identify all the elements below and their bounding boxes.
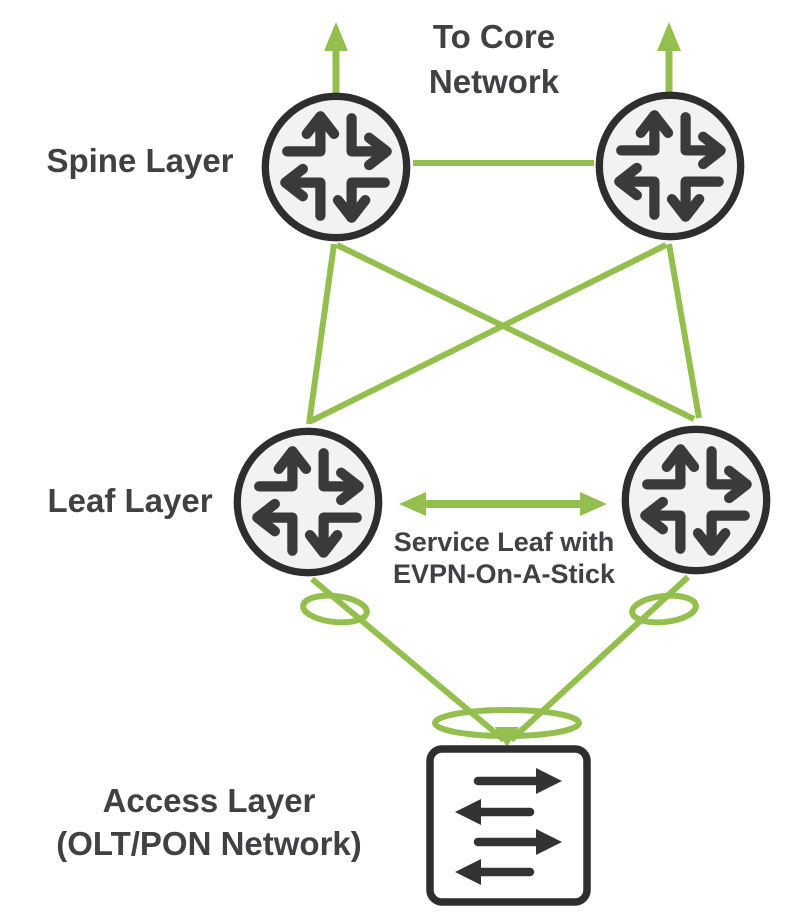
service-stick-arrow	[399, 492, 607, 516]
link-lines	[306, 160, 702, 743]
link-spine2-leaf2	[666, 243, 702, 419]
lag-ellipses	[300, 592, 699, 739]
link-spine1-leaf1	[306, 243, 337, 425]
link-spine1-leaf2	[335, 242, 696, 422]
core-uplink-arrow-left	[324, 22, 348, 97]
downlink-arrowhead	[495, 727, 519, 747]
service-leaf-label: Service Leaf with EVPN-On-A-Stick	[392, 527, 616, 590]
spine-layer-label: Spine Layer	[46, 142, 234, 179]
lag-ellipse-left	[300, 592, 370, 626]
link-leaf2-access	[508, 574, 691, 743]
link-spine2-leaf1	[309, 242, 668, 424]
spine-router-2-icon	[599, 95, 740, 236]
access-switch-icon	[426, 745, 591, 906]
core-uplink-arrow-right	[657, 22, 681, 96]
link-leaf1-access	[310, 576, 506, 743]
core-network-label: To Core Network	[428, 18, 560, 100]
spine-router-1-icon	[265, 96, 406, 237]
lag-ellipse-right	[629, 592, 699, 626]
leaf-layer-label: Leaf Layer	[47, 482, 213, 519]
access-layer-label: Access Layer (OLT/PON Network)	[56, 782, 362, 862]
